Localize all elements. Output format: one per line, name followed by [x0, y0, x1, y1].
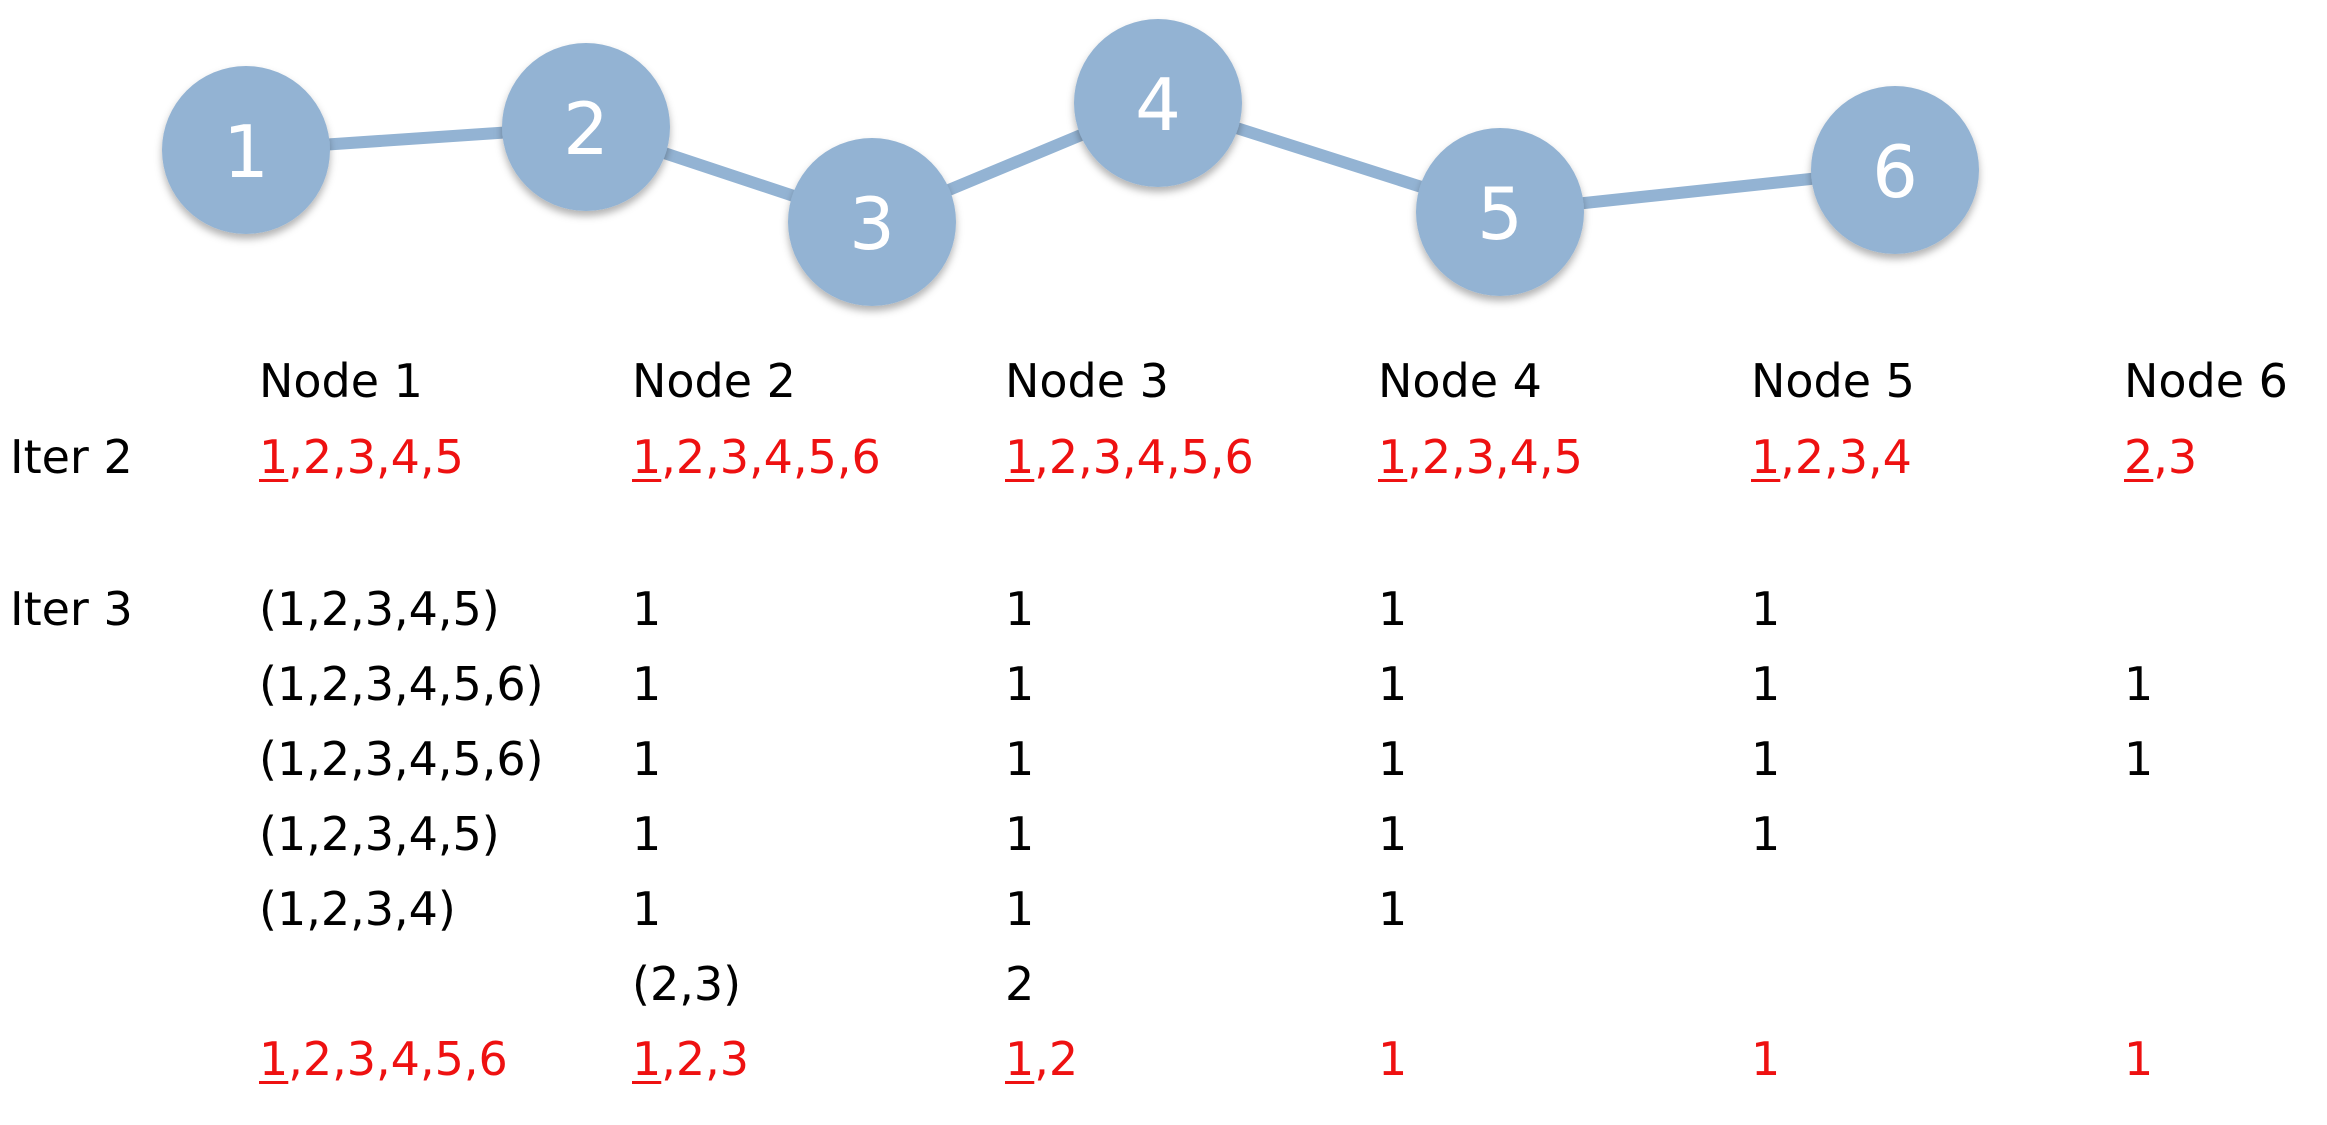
iter3-row-4-col-4: 1 [1378, 807, 1408, 861]
highlighted-min: 1 [632, 430, 662, 484]
iter3-row-4-col-3: 1 [1005, 807, 1035, 861]
node-label: 2 [563, 87, 609, 171]
column-header-node-5: Node 5 [1751, 354, 1915, 408]
iter3-row-5-col-2: 1 [632, 882, 662, 936]
iter3-row-3-col-3: 1 [1005, 732, 1035, 786]
graph-node-4: 4 [1074, 19, 1242, 187]
remaining-values: ,2,3,4 [1780, 430, 1912, 484]
node-circle [1074, 19, 1242, 187]
iter3-row-1-col-1: (1,2,3,4,5) [259, 582, 500, 636]
iter3-row-3-col-4: 1 [1378, 732, 1408, 786]
highlighted-min: 1 [259, 430, 289, 484]
iter3-row-1-col-4: 1 [1378, 582, 1408, 636]
iter3-row-1-col-5: 1 [1751, 582, 1781, 636]
highlighted-min: 1 [1005, 430, 1035, 484]
row-label-iter-2: Iter 2 [10, 430, 133, 484]
highlighted-min: 1 [632, 1032, 662, 1086]
iter3-row-5-col-4: 1 [1378, 882, 1408, 936]
iter2-node-3: 1,2,3,4,5,6 [1005, 434, 1254, 480]
iter2-node-2: 1,2,3,4,5,6 [632, 434, 881, 480]
iter3-row-6-col-2: (2,3) [632, 957, 742, 1011]
iter3-result-node-1: 1,2,3,4,5,6 [259, 1036, 508, 1082]
iter3-row-2-col-3: 1 [1005, 657, 1035, 711]
highlighted-min: 1 [2124, 1032, 2154, 1086]
graph-node-5: 5 [1416, 128, 1584, 296]
iter3-row-1-col-2: 1 [632, 582, 662, 636]
remaining-values: ,2,3,4,5,6 [1034, 430, 1254, 484]
column-header-node-1: Node 1 [259, 354, 423, 408]
graph-node-3: 3 [788, 138, 956, 306]
node-circle [1416, 128, 1584, 296]
iter3-row-6-col-3: 2 [1005, 957, 1035, 1011]
node-circle [788, 138, 956, 306]
iter3-row-2-col-6: 1 [2124, 657, 2154, 711]
remaining-values: ,2,3,4,5 [288, 430, 464, 484]
highlighted-min: 1 [1378, 430, 1408, 484]
iter2-node-4: 1,2,3,4,5 [1378, 434, 1583, 480]
nodes: 1 2 3 4 5 6 [162, 19, 1979, 306]
node-circle [1811, 86, 1979, 254]
node-circle [502, 43, 670, 211]
highlighted-min: 1 [1751, 430, 1781, 484]
graph-node-1: 1 [162, 66, 330, 234]
remaining-values: ,2 [1034, 1032, 1079, 1086]
iter3-row-4-col-5: 1 [1751, 807, 1781, 861]
highlighted-min: 1 [1378, 1032, 1408, 1086]
iter3-row-5-col-3: 1 [1005, 882, 1035, 936]
iter3-row-1-col-3: 1 [1005, 582, 1035, 636]
iter3-row-2-col-5: 1 [1751, 657, 1781, 711]
iter3-row-4-col-1: (1,2,3,4,5) [259, 807, 500, 861]
iter2-node-6: 2,3 [2124, 434, 2197, 480]
node-label: 3 [849, 182, 895, 266]
iter3-result-node-6: 1 [2124, 1036, 2153, 1082]
iter3-row-3-col-6: 1 [2124, 732, 2154, 786]
node-label: 5 [1477, 172, 1523, 256]
highlighted-min: 1 [1005, 1032, 1035, 1086]
iter2-node-5: 1,2,3,4 [1751, 434, 1912, 480]
remaining-values: ,3 [2153, 430, 2198, 484]
iter3-result-node-5: 1 [1751, 1036, 1780, 1082]
iter3-result-node-4: 1 [1378, 1036, 1407, 1082]
remaining-values: ,2,3,4,5 [1407, 430, 1583, 484]
node-label: 4 [1135, 63, 1181, 147]
iter3-row-3-col-5: 1 [1751, 732, 1781, 786]
node-circle [162, 66, 330, 234]
node-label: 6 [1872, 130, 1918, 214]
remaining-values: ,2,3 [661, 1032, 750, 1086]
highlighted-min: 1 [1751, 1032, 1781, 1086]
column-header-node-3: Node 3 [1005, 354, 1169, 408]
iter3-row-4-col-2: 1 [632, 807, 662, 861]
iter3-row-3-col-1: (1,2,3,4,5,6) [259, 732, 544, 786]
node-label: 1 [223, 110, 269, 194]
graph-node-2: 2 [502, 43, 670, 211]
highlighted-min: 2 [2124, 430, 2154, 484]
row-label-iter-3: Iter 3 [10, 582, 133, 636]
graph-diagram: 1 2 3 4 5 6 [162, 19, 1979, 306]
edges [240, 97, 1901, 228]
column-header-node-6: Node 6 [2124, 354, 2288, 408]
iter3-row-2-col-2: 1 [632, 657, 662, 711]
remaining-values: ,2,3,4,5,6 [661, 430, 881, 484]
graph-node-6: 6 [1811, 86, 1979, 254]
remaining-values: ,2,3,4,5,6 [288, 1032, 508, 1086]
iter2-node-1: 1,2,3,4,5 [259, 434, 464, 480]
column-header-node-4: Node 4 [1378, 354, 1542, 408]
iter3-row-2-col-4: 1 [1378, 657, 1408, 711]
iter3-result-node-2: 1,2,3 [632, 1036, 749, 1082]
iter3-row-3-col-2: 1 [632, 732, 662, 786]
iter3-row-2-col-1: (1,2,3,4,5,6) [259, 657, 544, 711]
column-header-node-2: Node 2 [632, 354, 796, 408]
highlighted-min: 1 [259, 1032, 289, 1086]
iter3-result-node-3: 1,2 [1005, 1036, 1078, 1082]
iter3-row-5-col-1: (1,2,3,4) [259, 882, 456, 936]
